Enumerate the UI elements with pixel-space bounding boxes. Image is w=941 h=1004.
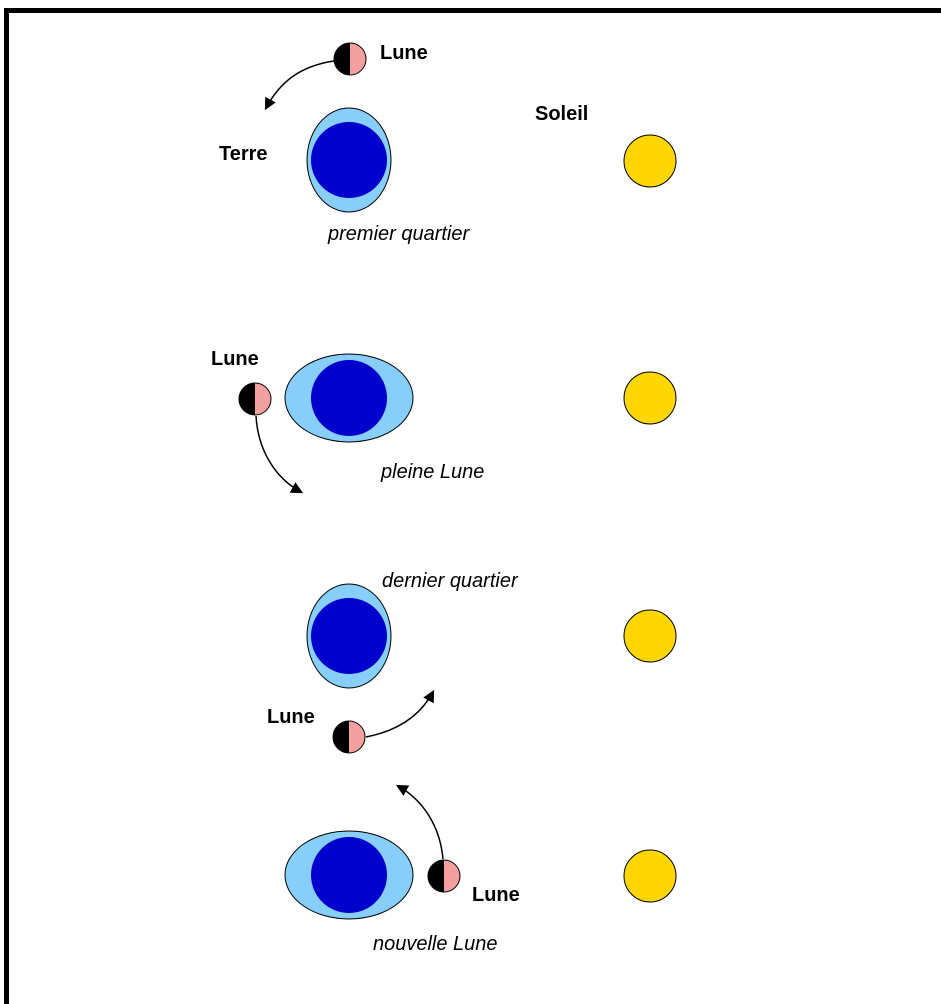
moon-1 <box>333 42 367 76</box>
earth-2 <box>284 353 414 443</box>
moon-4 <box>427 859 461 893</box>
phase-label-1: premier quartier <box>327 223 471 245</box>
moon-2 <box>238 382 272 416</box>
phase-premier-quartier: Lune Terre Soleil premier quartier <box>219 42 677 245</box>
sun-label: Soleil <box>535 103 588 125</box>
sun-3 <box>623 609 677 663</box>
moon-label-4: Lune <box>472 884 520 906</box>
orbit-arrow-4 <box>395 784 444 860</box>
moon-label-1: Lune <box>380 42 428 64</box>
earth-1 <box>306 107 392 213</box>
phase-label-2: pleine Lune <box>380 461 484 483</box>
moon-label-3: Lune <box>267 706 315 728</box>
sun-2 <box>623 371 677 425</box>
diagram-frame <box>4 8 941 1004</box>
moon-label-2: Lune <box>211 348 259 370</box>
phase-pleine-lune: Lune pleine Lune <box>211 348 677 494</box>
phase-dernier-quartier: Lune dernier quartier <box>267 570 677 754</box>
orbit-arrow-2 <box>255 415 304 494</box>
moon-3 <box>332 720 366 754</box>
phase-label-3: dernier quartier <box>382 570 519 592</box>
sun-4 <box>623 849 677 903</box>
orbit-arrow-3 <box>365 689 435 738</box>
earth-4 <box>284 830 414 920</box>
phase-nouvelle-lune: Lune nouvelle Lune <box>284 784 677 955</box>
orbit-arrow-1 <box>264 60 335 111</box>
earth-3 <box>306 583 392 689</box>
earth-label: Terre <box>219 143 268 165</box>
sun-1 <box>623 134 677 188</box>
phase-label-4: nouvelle Lune <box>373 933 498 955</box>
